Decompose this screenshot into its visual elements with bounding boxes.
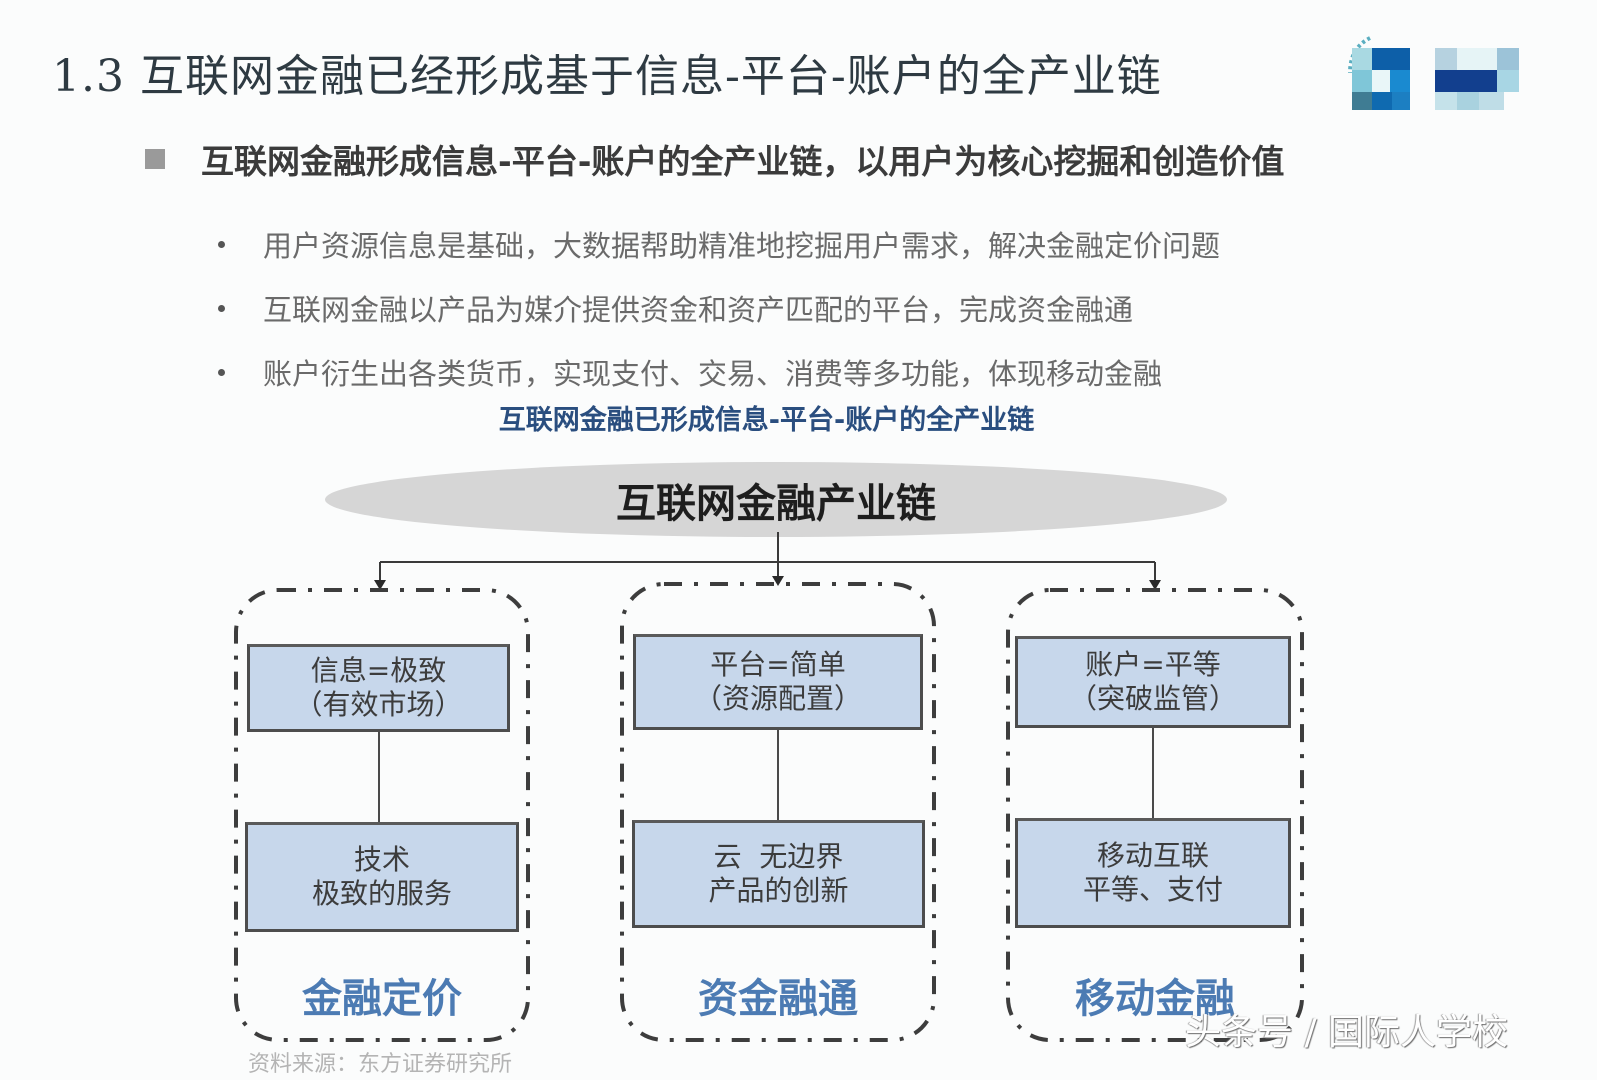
- box-text-line: （资源配置）: [693, 682, 862, 715]
- box-text-line: 技术: [353, 842, 410, 876]
- label-mobile-finance: 移动金融: [1075, 976, 1235, 1022]
- bullet-dot-icon: [218, 240, 225, 248]
- box-text-line: 产品的创新: [708, 874, 849, 907]
- box-text-line: （突破监管）: [1068, 682, 1237, 715]
- bullet-list: 用户资源信息是基础，大数据帮助精准地挖掘用户需求，解决金融定价问题 互联网金融以…: [218, 212, 1220, 404]
- box-text-line: 平台=简单: [710, 647, 846, 681]
- diagram-caption: 互联网金融已形成信息-平台-账户的全产业链: [498, 405, 1035, 436]
- box-text-line: 云 无边界: [713, 839, 844, 873]
- bullet-text: 互联网金融以产品为媒介提供资金和资产匹配的平台，完成资金融通: [263, 293, 1134, 327]
- box-text-line: 极致的服务: [311, 877, 452, 910]
- box-technology: 技术 极致的服务: [245, 822, 519, 932]
- subheading-text: 互联网金融形成信息-平台-账户的全产业链，以用户为核心挖掘和创造价值: [201, 142, 1285, 181]
- slide-title: 1.3 互联网金融已经形成基于信息-平台-账户的全产业链: [52, 51, 1162, 102]
- root-label: 互联网金融产业链: [616, 480, 936, 527]
- bullet-item: 账户衍生出各类货币，实现支付、交易、消费等多功能，体现移动金融: [218, 340, 1220, 404]
- box-text-line: 信息=极致: [310, 653, 447, 687]
- connector-line: [378, 732, 380, 824]
- square-bullet-icon: [145, 149, 165, 169]
- box-text-line: （有效市场）: [294, 688, 463, 721]
- bullet-dot-icon: [218, 368, 225, 376]
- bullet-dot-icon: [218, 304, 225, 312]
- box-cloud: 云 无边界 产品的创新: [632, 820, 925, 928]
- label-financial-pricing: 金融定价: [302, 976, 462, 1022]
- connector-line: [1152, 728, 1154, 820]
- subheading: 互联网金融形成信息-平台-账户的全产业链，以用户为核心挖掘和创造价值: [145, 135, 1284, 183]
- source-note: 资料来源：东方证券研究所: [248, 1052, 513, 1077]
- box-account: 账户=平等 （突破监管）: [1015, 636, 1291, 728]
- box-platform: 平台=简单 （资源配置）: [633, 634, 923, 730]
- connector-line: [777, 730, 779, 822]
- root-ellipse: 互联网金融产业链: [325, 462, 1227, 537]
- watermark: 头条号 / 国际人学校: [1185, 1012, 1509, 1053]
- box-text-line: 账户=平等: [1085, 647, 1221, 681]
- box-mobile-internet: 移动互联 平等、支付: [1015, 818, 1291, 928]
- bullet-text: 用户资源信息是基础，大数据帮助精准地挖掘用户需求，解决金融定价问题: [263, 229, 1221, 263]
- bullet-item: 用户资源信息是基础，大数据帮助精准地挖掘用户需求，解决金融定价问题: [218, 212, 1220, 276]
- box-information: 信息=极致 （有效市场）: [247, 644, 510, 732]
- box-text-line: 移动互联: [1096, 838, 1209, 872]
- box-text-line: 平等、支付: [1082, 873, 1223, 906]
- bullet-text: 账户衍生出各类货币，实现支付、交易、消费等多功能，体现移动金融: [263, 357, 1163, 391]
- label-capital-financing: 资金融通: [698, 976, 858, 1022]
- bullet-item: 互联网金融以产品为媒介提供资金和资产匹配的平台，完成资金融通: [218, 276, 1220, 340]
- pixelated-logo-icon: [1348, 36, 1519, 110]
